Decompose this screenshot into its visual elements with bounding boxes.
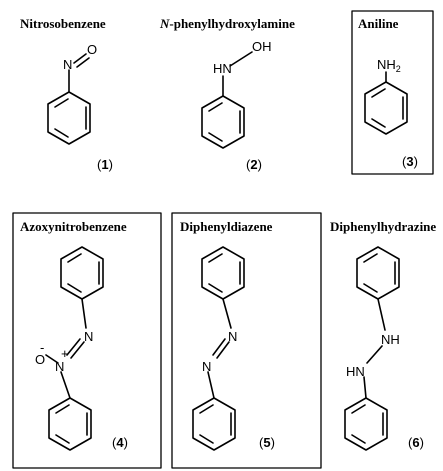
atom-label-4-o: O xyxy=(35,352,45,367)
atom-label-2-hn: HN xyxy=(213,61,232,76)
compound-number-4: (4) xyxy=(112,435,128,450)
compound-name-diphenyldiazene: Diphenyldiazene xyxy=(180,219,273,234)
frame-azoxynitrobenzene xyxy=(12,212,162,469)
structure-aniline xyxy=(364,71,408,135)
compound-name-aniline: Aniline xyxy=(358,16,399,31)
compound-number-5: (5) xyxy=(259,435,275,450)
atom-label-4-plus: + xyxy=(61,346,69,361)
atom-label-5-n-top: N xyxy=(228,329,237,344)
compound-number-2: (2) xyxy=(246,157,262,172)
compound-number-3: (3) xyxy=(402,154,418,169)
compound-name-phenylhydroxylamine: N-phenylhydroxylamine xyxy=(160,16,295,31)
structure-diphenylhydrazine xyxy=(344,246,400,451)
compound-number-6: (6) xyxy=(408,435,424,450)
italic-prefix: N xyxy=(160,16,170,31)
compound-number-1: (1) xyxy=(97,157,113,172)
compound-name-azoxynitrobenzene: Azoxynitrobenzene xyxy=(20,219,127,234)
atom-label-1-o: O xyxy=(87,42,97,57)
atom-label-6-hn: HN xyxy=(346,364,365,379)
structure-nitrosobenzene xyxy=(47,53,91,145)
compound-name-diphenylhydrazine: Diphenylhydrazine xyxy=(330,219,437,234)
atom-labels: N O HN OH NH2 N N O + - N N NH HN xyxy=(35,39,401,379)
atom-label-4-n-bottom: N xyxy=(55,359,64,374)
atom-label-3-nh2: NH2 xyxy=(377,57,401,74)
atom-label-4-n-top: N xyxy=(84,329,93,344)
structure-diphenyldiazene xyxy=(192,246,245,451)
frame-aniline xyxy=(351,10,434,175)
frame-diphenyldiazene xyxy=(171,212,322,469)
atom-label-6-nh: NH xyxy=(381,332,400,347)
atom-label-2-oh: OH xyxy=(252,39,272,54)
structure-azoxynitrobenzene xyxy=(45,246,104,451)
compound-name-nitrosobenzene: Nitrosobenzene xyxy=(20,16,106,31)
structure-phenylhydroxylamine xyxy=(201,51,253,149)
atom-label-1-n: N xyxy=(63,57,72,72)
atom-label-4-minus: - xyxy=(40,340,44,355)
atom-label-5-n-bottom: N xyxy=(202,359,211,374)
